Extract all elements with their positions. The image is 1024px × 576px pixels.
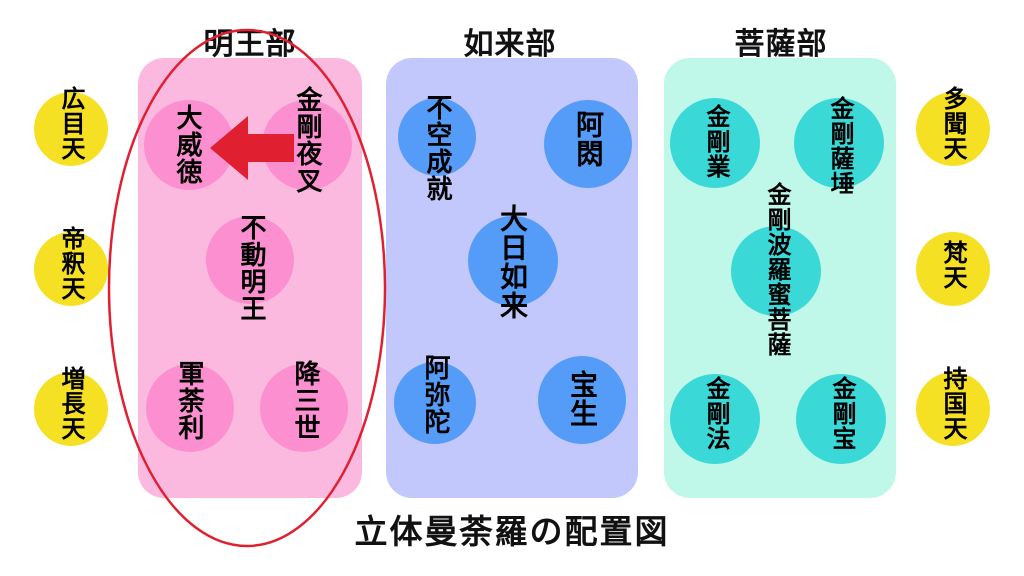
circle-dainichi <box>468 216 558 306</box>
label-guardian-right-3: 持国天 <box>939 366 967 441</box>
label-kongohou: 金剛宝 <box>828 376 856 451</box>
label-guardian-left-2: 帝釈天 <box>57 226 85 301</box>
circle-ashuku <box>544 100 632 188</box>
label-hosho: 宝生 <box>566 370 599 428</box>
diagram-caption: 立体曼荼羅の配置図 <box>354 512 670 551</box>
circle-guardian-right-1 <box>916 92 990 166</box>
circle-guardian-left-3 <box>34 372 108 446</box>
label-guardian-right-1: 多聞天 <box>939 86 967 161</box>
label-daiitoku: 大威徳 <box>172 104 202 185</box>
label-fudo: 不動明王 <box>236 214 266 322</box>
heading-nyorai: 如来部 <box>463 27 557 62</box>
circle-kongoho <box>670 374 760 464</box>
circle-gundari <box>146 364 234 452</box>
circle-guardian-right-2 <box>916 232 990 306</box>
circle-gozanze <box>260 364 348 452</box>
circle-guardian-left-1 <box>34 92 108 166</box>
circle-kongogo <box>670 98 760 188</box>
red-arrow-icon <box>210 116 294 180</box>
label-gundari: 軍荼利 <box>174 360 204 441</box>
label-gozanze: 降三世 <box>290 360 320 441</box>
label-amida: 阿弥陀 <box>420 354 450 435</box>
heading-myoo: 明王部 <box>203 27 297 62</box>
label-kongosatta: 金剛薩埵 <box>826 96 854 196</box>
label-ashuku: 阿閦 <box>572 110 605 168</box>
label-guardian-right-2: 梵天 <box>939 240 967 290</box>
label-guardian-left-3: 増長天 <box>57 366 85 441</box>
label-dainichi: 大日如来 <box>496 204 529 320</box>
label-kongoho: 金剛法 <box>702 376 730 451</box>
label-kongogo: 金剛業 <box>702 104 730 179</box>
circle-fudo <box>206 216 294 304</box>
circle-guardian-left-2 <box>34 232 108 306</box>
label-kongoharamitsu: 金剛波羅蜜菩薩 <box>763 182 791 357</box>
circle-kongoharamitsu <box>731 226 821 316</box>
heading-bosatsu: 菩薩部 <box>734 27 828 62</box>
circle-kongosatta <box>794 98 884 188</box>
label-kongoyasha: 金剛夜叉 <box>292 86 322 194</box>
label-guardian-left-1: 広目天 <box>57 86 85 161</box>
highlight-ellipse <box>107 28 387 548</box>
circle-amida <box>394 362 476 444</box>
circle-fukujoju <box>398 98 476 176</box>
circle-guardian-right-3 <box>916 372 990 446</box>
label-fukujoju: 不空成就 <box>422 94 452 202</box>
circle-hosho <box>538 356 626 444</box>
circle-kongohou <box>796 374 886 464</box>
